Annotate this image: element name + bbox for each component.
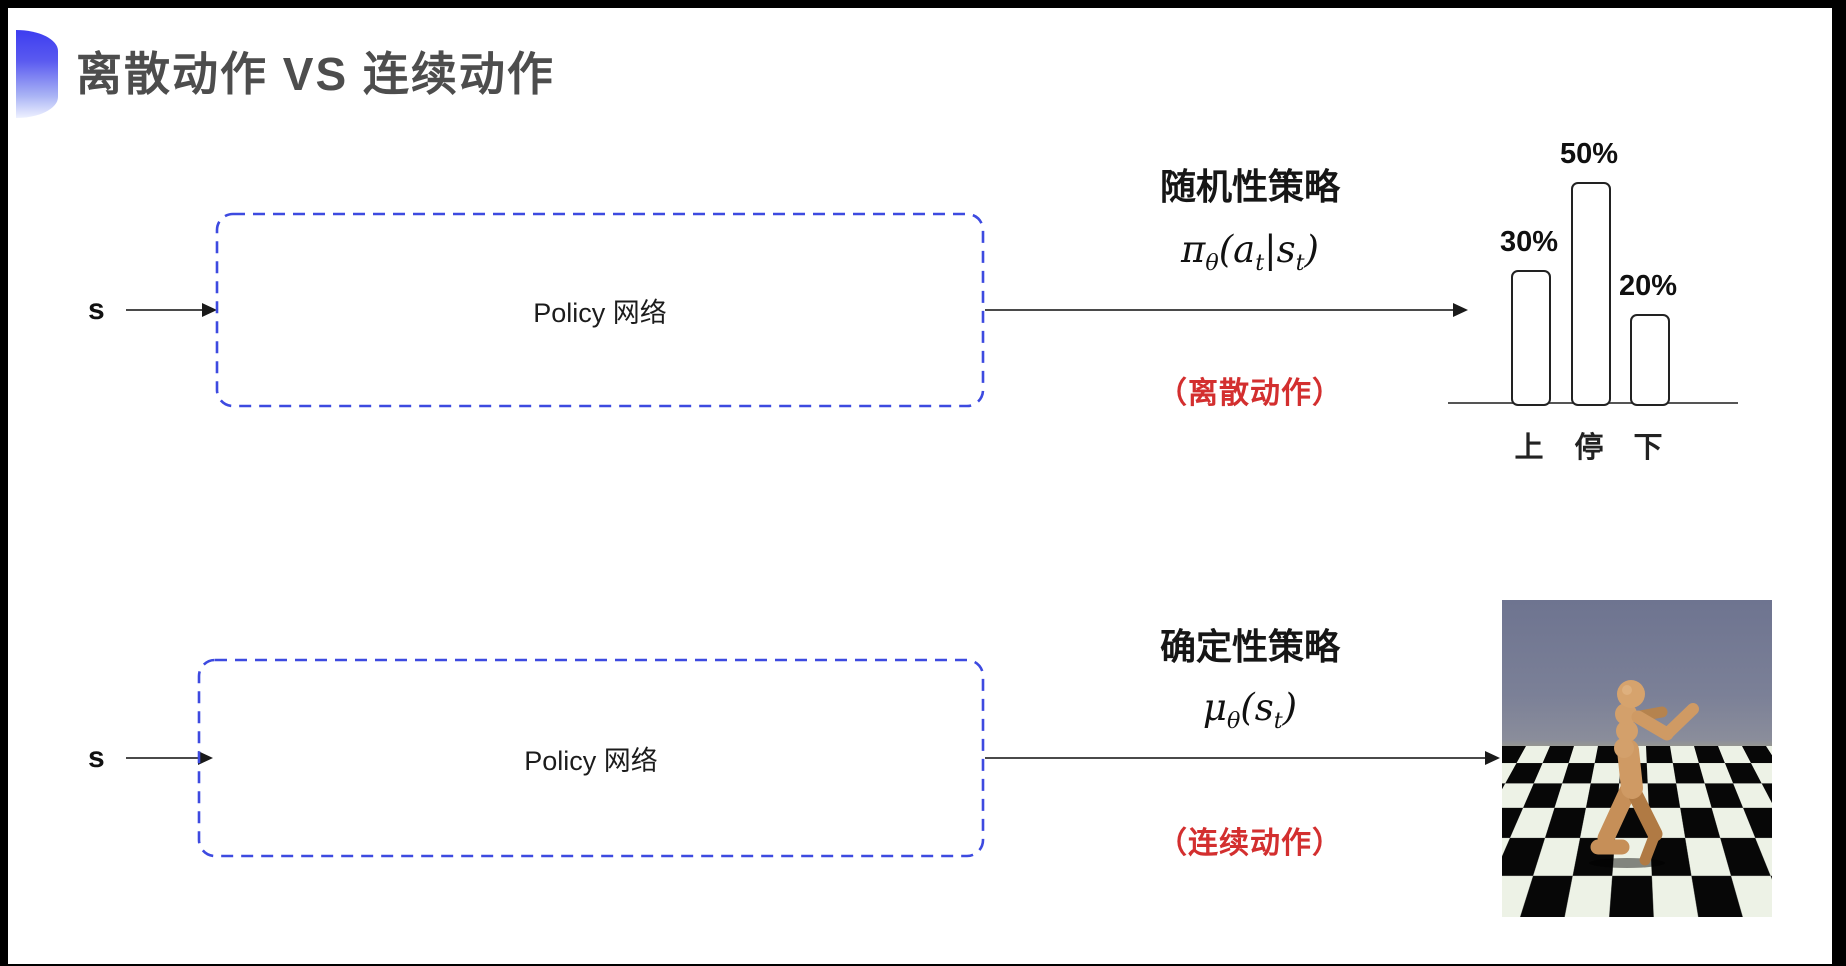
floor-light-reflection [1550,843,1680,913]
stochastic-policy-formula: πθ(at|st) [1181,228,1319,276]
dashed-border [197,658,985,858]
deterministic-policy-formula: μθ(st) [1202,686,1298,734]
humanoid-robot-figure [1589,680,1699,868]
bar-category-label: 停 [1574,432,1604,464]
slide: 离散动作 VS 连续动作 s Policy 网络 随机性策略 πθ(at|st)… [8,8,1832,964]
continuous-action-note: （连续动作） [1157,827,1343,860]
deterministic-policy-block: 确定性策略 μθ(st) [1060,618,1440,734]
bar-上 [1511,270,1551,406]
state-input-label-bottom: s [88,741,105,774]
policy-network-label-bottom: Policy 网络 [524,745,658,776]
deterministic-policy-title: 确定性策略 [1159,626,1340,667]
policy-network-box-bottom: Policy 网络 [197,658,985,858]
bar-停 [1571,182,1611,406]
bar-value-label: 30% [1499,226,1559,258]
discrete-action-note: （离散动作） [1157,377,1343,410]
state-input-label-top: s [88,293,105,326]
policy-network-box-top: Policy 网络 [215,212,985,408]
stochastic-policy-title: 随机性策略 [1159,166,1340,207]
title-bullet-icon [16,30,58,118]
bar-category-label: 上 [1514,432,1544,464]
policy-network-label-top: Policy 网络 [533,297,667,328]
bar-category-label: 下 [1633,432,1663,464]
dashed-border [215,212,985,408]
bar-value-label: 20% [1618,270,1678,302]
stochastic-policy-block: 随机性策略 πθ(at|st) [1060,158,1440,276]
humanoid-simulation-image [1502,600,1772,917]
page-title: 离散动作 VS 连续动作 [76,48,555,100]
bar-value-label: 50% [1559,138,1619,170]
bar-下 [1630,314,1670,406]
action-probability-bar-chart: 30% 上 50% 停 20% 下 [1448,108,1743,478]
